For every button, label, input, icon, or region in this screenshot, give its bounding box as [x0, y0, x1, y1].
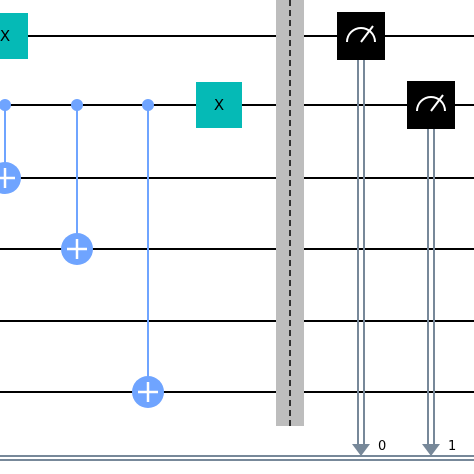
measure-arrow-head: [352, 444, 370, 456]
clbit-label: 1: [448, 439, 456, 454]
x-gate-q0: [0, 13, 28, 59]
meter-icon: [416, 96, 446, 112]
x-gate-q1: [196, 82, 242, 128]
x-gate-label: X: [214, 96, 224, 114]
measure-gate-q1: [407, 81, 455, 129]
cnot-control-dot: [0, 99, 11, 111]
classical-register: [0, 455, 474, 461]
meter-needle-icon: [430, 94, 444, 112]
cnot-control-dot: [142, 99, 154, 111]
measure-arrow-head: [422, 444, 440, 456]
cnot-control-dot: [71, 99, 83, 111]
meter-needle-icon: [360, 25, 374, 43]
measure-gate-q0: [337, 12, 385, 60]
clbit-label: 0: [378, 439, 386, 454]
barrier: [276, 0, 304, 426]
x-gate-label: X: [0, 27, 10, 45]
meter-icon: [346, 27, 376, 43]
gates: X X 0 1: [0, 12, 456, 456]
